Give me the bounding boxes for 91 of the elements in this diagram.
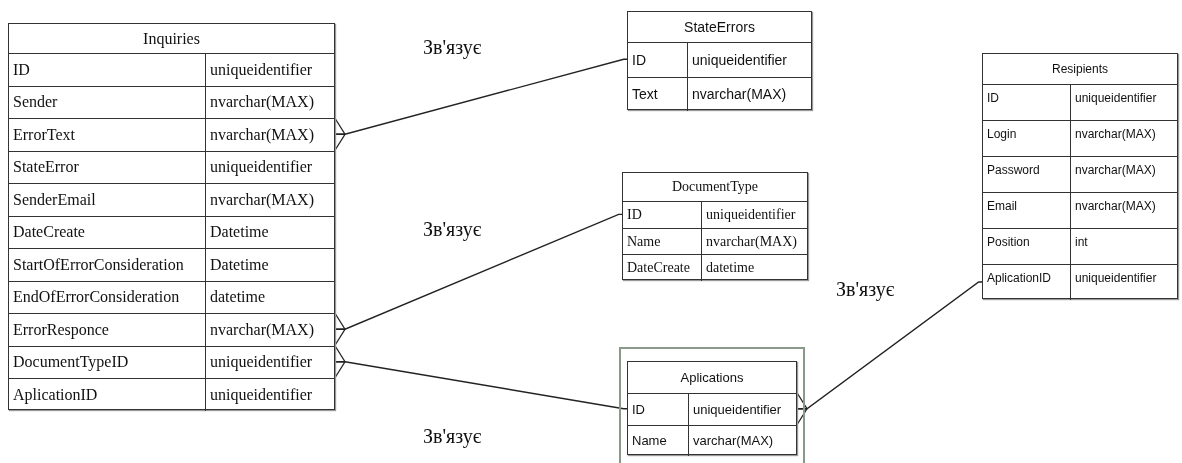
field-type: nvarchar(MAX) <box>209 319 315 341</box>
field-name: Password <box>983 157 1071 192</box>
field-type: uniqueidentifier <box>1074 90 1158 107</box>
table-row <box>9 280 334 313</box>
relation-label: Зв'язує <box>423 36 482 59</box>
table-row <box>9 183 334 216</box>
field-name: DocumentTypeID <box>9 346 206 378</box>
field-name: Name <box>623 228 702 255</box>
field-name: Text <box>628 77 688 111</box>
field-name: Email <box>983 193 1071 228</box>
field-name: Sender <box>9 86 206 118</box>
field-type: uniqueidentifier <box>691 50 788 70</box>
field-type: nvarchar(MAX) <box>1074 162 1157 179</box>
field-name: AplicationID <box>983 265 1071 300</box>
table-row <box>983 192 1177 228</box>
field-type: int <box>1074 234 1089 251</box>
relation-label: Зв'язує <box>423 218 482 241</box>
field-name: DateCreate <box>623 255 702 282</box>
field-type: varchar(MAX) <box>692 432 775 451</box>
relation-label: Зв'язує <box>836 278 895 301</box>
field-type: Datetime <box>209 254 270 275</box>
table-row <box>623 254 807 282</box>
field-name: DateCreate <box>9 216 206 248</box>
table-row <box>628 424 796 456</box>
field-type: uniqueidentifier <box>705 205 797 224</box>
field-type: nvarchar(MAX) <box>1074 198 1157 215</box>
field-type: nvarchar(MAX) <box>1074 126 1157 143</box>
field-name: ID <box>623 202 702 228</box>
table-row <box>623 201 807 228</box>
frame-box <box>619 347 805 463</box>
field-type: nvarchar(MAX) <box>209 92 315 113</box>
table-row <box>623 227 807 255</box>
table-row <box>9 150 334 183</box>
relationship-line <box>334 345 628 410</box>
field-type: uniqueidentifier <box>209 59 314 81</box>
field-name: Name <box>628 425 689 456</box>
field-name: StartOfErrorConsideration <box>9 249 206 281</box>
field-type: nvarchar(MAX) <box>209 124 315 146</box>
field-name: ErrorResponce <box>9 314 206 346</box>
relationship-line <box>334 213 623 346</box>
field-name: ErrorText <box>9 119 206 151</box>
field-name: Login <box>983 121 1071 156</box>
field-type: nvarchar(MAX) <box>705 232 798 251</box>
field-type: uniqueidentifier <box>692 400 783 419</box>
field-name: ID <box>983 85 1071 120</box>
field-type: uniqueidentifier <box>209 384 314 406</box>
table-title: StateErrors <box>683 18 756 37</box>
table <box>8 23 335 410</box>
table-row <box>983 264 1177 300</box>
table-row <box>9 345 334 378</box>
table <box>622 172 808 281</box>
table-row <box>9 118 334 151</box>
table-row <box>983 156 1177 192</box>
table-row <box>983 120 1177 156</box>
relation-label: Зв'язує <box>423 425 482 448</box>
table-row <box>628 76 811 111</box>
table-row <box>9 215 334 248</box>
table-row <box>628 42 811 77</box>
table-title: DocumentType <box>670 178 760 196</box>
field-name: ID <box>628 43 688 77</box>
table-row <box>983 228 1177 264</box>
table-title: Inquiries <box>142 28 201 50</box>
field-type: datetime <box>705 259 756 278</box>
field-type: Datetime <box>209 222 270 243</box>
field-type: nvarchar(MAX) <box>691 85 788 105</box>
table-row <box>9 248 334 281</box>
field-name: SenderEmail <box>9 184 206 216</box>
table <box>982 53 1178 299</box>
table-row <box>9 53 334 86</box>
table-title: Aplications <box>679 369 745 387</box>
table-row <box>9 378 334 411</box>
table-title: Resipients <box>1051 61 1109 78</box>
table-row <box>9 313 334 346</box>
field-type: uniqueidentifier <box>209 157 314 178</box>
field-name: EndOfErrorConsideration <box>9 281 206 313</box>
field-type: uniqueidentifier <box>1074 270 1158 287</box>
table <box>627 11 812 110</box>
field-type: nvarchar(MAX) <box>209 189 315 211</box>
table-row <box>983 84 1177 120</box>
field-type: datetime <box>209 287 267 308</box>
field-type: uniqueidentifier <box>209 352 314 373</box>
field-name: Position <box>983 229 1071 264</box>
field-name: AplicationID <box>9 379 206 411</box>
relationship-line <box>334 58 628 151</box>
table-row <box>9 85 334 118</box>
relationship-line <box>796 281 983 426</box>
table <box>627 361 797 455</box>
table-row <box>628 393 796 425</box>
field-name: ID <box>9 54 206 86</box>
field-name: ID <box>628 394 689 425</box>
field-name: StateError <box>9 151 206 183</box>
